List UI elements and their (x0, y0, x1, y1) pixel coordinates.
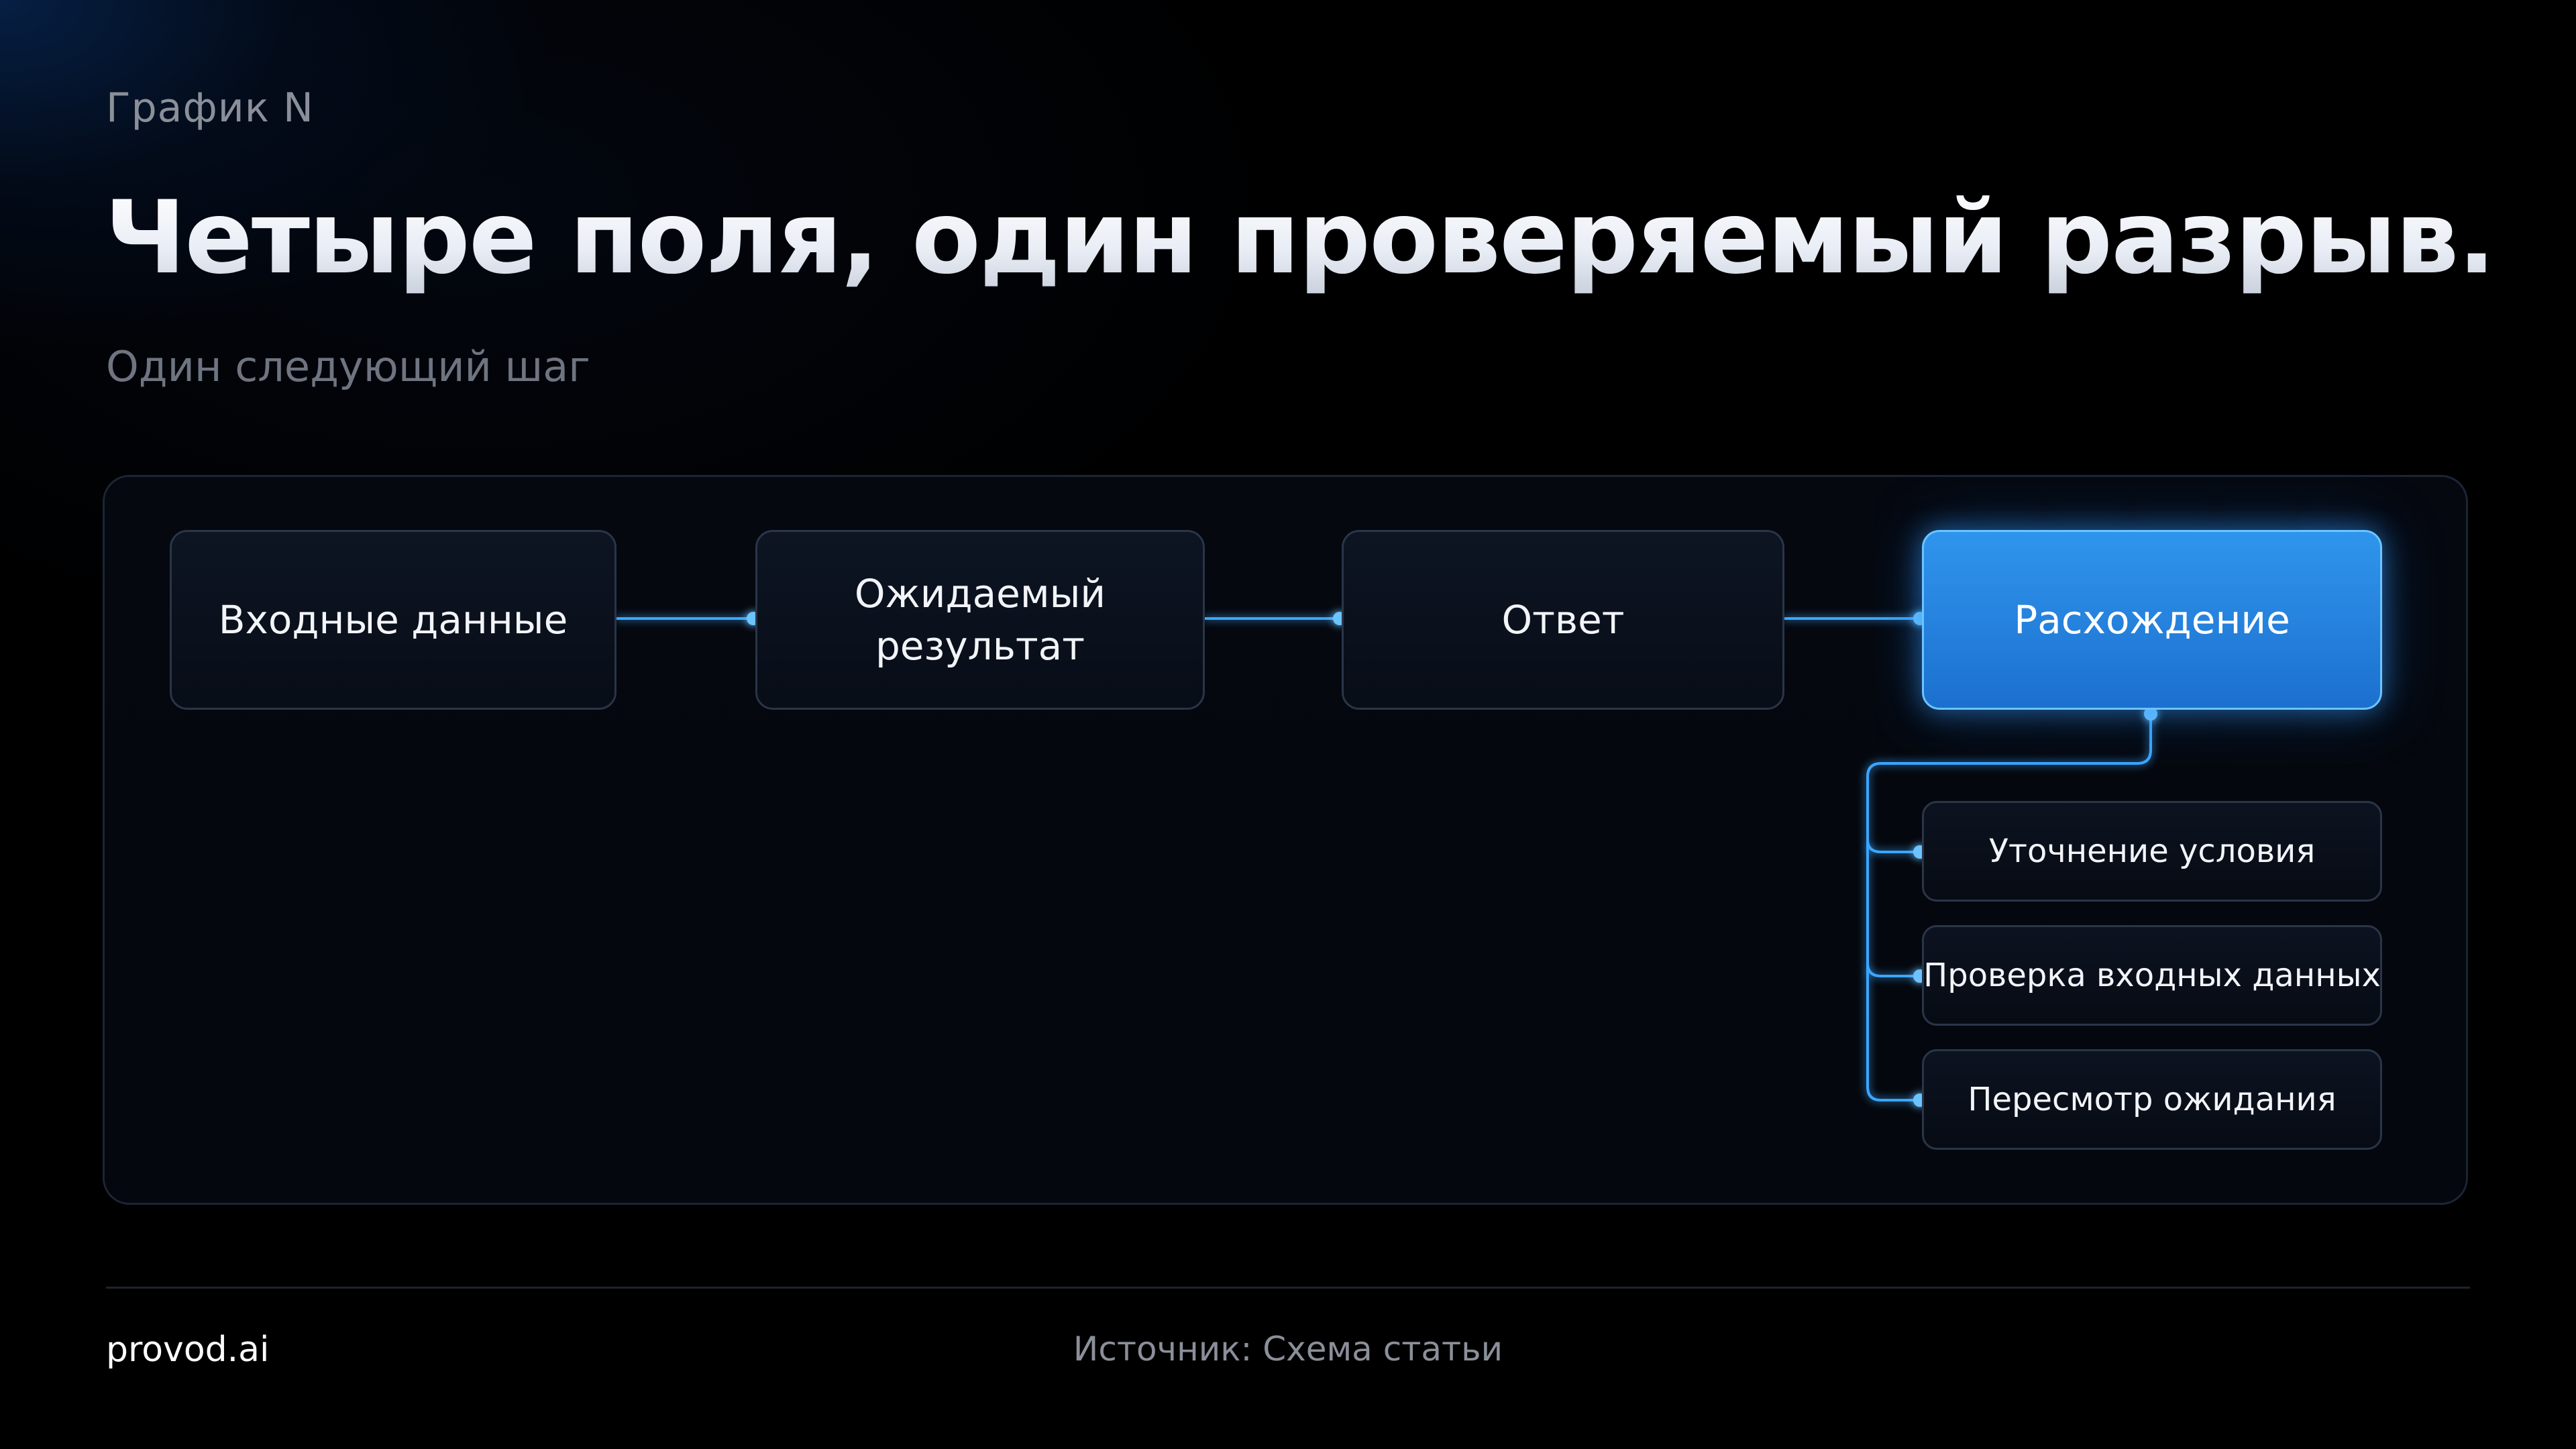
page-subtitle: Один следующий шаг (106, 342, 590, 391)
branch-check-input-label: Проверка входных данных (1923, 957, 2381, 994)
connector-branch-trunk (1866, 712, 2152, 1102)
node-discrepancy: Расхождение (1922, 530, 2382, 710)
branch-clarify-conditions-label: Уточнение условия (1988, 833, 2316, 870)
node-answer-label: Ответ (1501, 596, 1625, 643)
node-expected-result: Ожидаемый результат (755, 530, 1205, 710)
node-input-data: Входные данные (170, 530, 616, 710)
brand-name: provod.ai (106, 1330, 270, 1370)
node-discrepancy-label: Расхождение (2014, 596, 2290, 643)
connector-branch-2 (1866, 963, 1922, 977)
branch-revise-expectation-label: Пересмотр ожидания (1968, 1081, 2337, 1118)
page-title: Четыре поля, один проверяемый разрыв. (105, 180, 2496, 297)
source-note: Источник: Схема статьи (1073, 1330, 1503, 1368)
branch-clarify-conditions: Уточнение условия (1922, 801, 2382, 902)
branch-revise-expectation: Пересмотр ожидания (1922, 1049, 2382, 1150)
node-answer: Ответ (1342, 530, 1784, 710)
node-input-data-label: Входные данные (218, 596, 568, 643)
connector-branch-1 (1866, 839, 1922, 853)
node-expected-result-label: Ожидаемый результат (854, 570, 1106, 669)
figure-label: График N (106, 85, 314, 131)
footer-divider (106, 1287, 2470, 1289)
branch-check-input: Проверка входных данных (1922, 925, 2382, 1026)
connector-dot (2144, 707, 2157, 720)
